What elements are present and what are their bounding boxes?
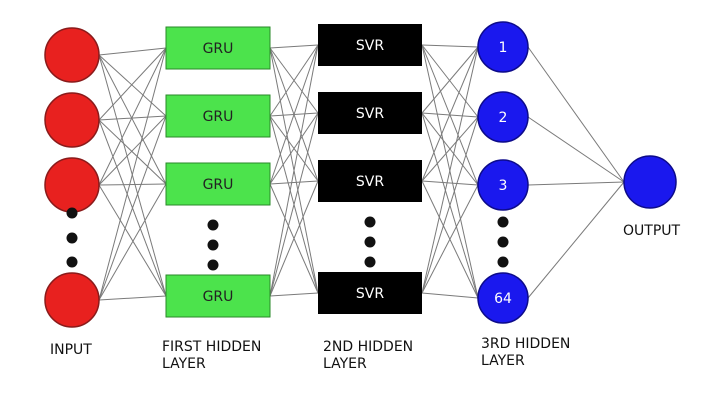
input-layer-caption: INPUT <box>50 342 92 358</box>
svr-label: SVR <box>356 174 384 190</box>
ellipsis-dot <box>497 216 509 228</box>
svr-label: SVR <box>356 106 384 122</box>
connection-edge <box>98 115 167 121</box>
connection-edge <box>269 180 319 297</box>
connection-edge <box>98 295 167 301</box>
gru-box <box>165 162 271 206</box>
connection-edge <box>98 54 167 185</box>
connection-edge <box>269 292 319 297</box>
third-hidden-node-label: 1 <box>499 40 508 56</box>
connection-edge <box>269 44 319 185</box>
svr-box <box>318 92 422 134</box>
third-hidden-node-label: 3 <box>499 178 508 194</box>
connection-edge <box>527 181 625 299</box>
third-hidden-layer-caption-line1: 3RD HIDDEN <box>481 336 571 352</box>
connection-edge <box>98 54 167 117</box>
connection-edge <box>421 292 479 299</box>
ellipsis-dot <box>207 239 219 251</box>
gru-box <box>165 94 271 138</box>
gru-box <box>165 274 271 318</box>
connection-edge <box>421 44 479 48</box>
ellipsis-dot <box>207 219 219 231</box>
connection-edge <box>269 44 319 297</box>
svr-box <box>318 160 422 202</box>
input-node <box>44 92 100 148</box>
output-layer-caption: OUTPUT <box>623 223 681 239</box>
connection-edge <box>98 183 167 186</box>
ellipsis-dot <box>66 256 78 268</box>
third-hidden-node <box>477 272 529 324</box>
connection-edge <box>98 47 167 121</box>
connection-edge <box>421 180 479 186</box>
ellipsis-dot <box>364 236 376 248</box>
svr-box <box>318 272 422 314</box>
ellipsis-dots <box>66 207 509 271</box>
ellipsis-dot <box>364 216 376 228</box>
connection-edge <box>527 181 625 186</box>
second-hidden-layer-caption-line2: LAYER <box>323 356 367 372</box>
third-hidden-node-label: 2 <box>499 110 508 126</box>
connection-edge <box>421 44 479 118</box>
connection-edge <box>421 46 479 114</box>
connection-edge <box>269 112 319 297</box>
ellipsis-dot <box>497 236 509 248</box>
connection-edge <box>98 183 167 301</box>
connection-edge <box>98 47 167 301</box>
svr-box <box>318 24 422 66</box>
connection-edge <box>421 116 479 182</box>
third-hidden-node-label: 64 <box>494 291 512 307</box>
first-hidden-layer-caption-line2: LAYER <box>162 356 206 372</box>
ellipsis-dot <box>207 259 219 271</box>
ellipsis-dot <box>364 256 376 268</box>
connection-edge <box>527 116 625 183</box>
ellipsis-dot <box>66 207 78 219</box>
third-hidden-node <box>477 21 529 73</box>
gru-label: GRU <box>203 177 234 193</box>
third-hidden-node <box>477 91 529 143</box>
gru-label: GRU <box>203 109 234 125</box>
connection-edge <box>421 184 479 294</box>
output-node <box>623 155 677 209</box>
connection-edge <box>269 44 319 49</box>
connection-edge <box>98 115 167 301</box>
connection-edge <box>269 44 319 117</box>
svr-label: SVR <box>356 38 384 54</box>
connection-edge <box>98 47 167 186</box>
input-node <box>44 27 100 83</box>
connection-edge <box>98 115 167 186</box>
connection-edge <box>421 46 479 182</box>
gru-box <box>165 26 271 70</box>
svr-label: SVR <box>356 286 384 302</box>
first-hidden-layer-caption-line1: FIRST HIDDEN <box>162 339 262 355</box>
gru-label: GRU <box>203 41 234 57</box>
ellipsis-dot <box>66 232 78 244</box>
connection-edge <box>98 47 167 56</box>
connection-edge <box>421 46 479 294</box>
network-nodes: GRU GRU GRU GRU SVR SVR SVR SVR 1 2 3 64 <box>44 21 677 328</box>
ellipsis-dot <box>497 256 509 268</box>
input-node <box>44 272 100 328</box>
input-node <box>44 157 100 213</box>
connection-edge <box>98 119 167 185</box>
connection-edges <box>98 44 625 301</box>
third-hidden-node <box>477 159 529 211</box>
connection-edge <box>269 112 319 185</box>
connection-edge <box>421 116 479 294</box>
connection-edge <box>98 184 167 297</box>
connection-edge <box>527 46 625 183</box>
second-hidden-layer-caption-line1: 2ND HIDDEN <box>323 339 414 355</box>
third-hidden-layer-caption-line2: LAYER <box>481 353 525 369</box>
gru-label: GRU <box>203 289 234 305</box>
connection-edge <box>269 180 319 185</box>
